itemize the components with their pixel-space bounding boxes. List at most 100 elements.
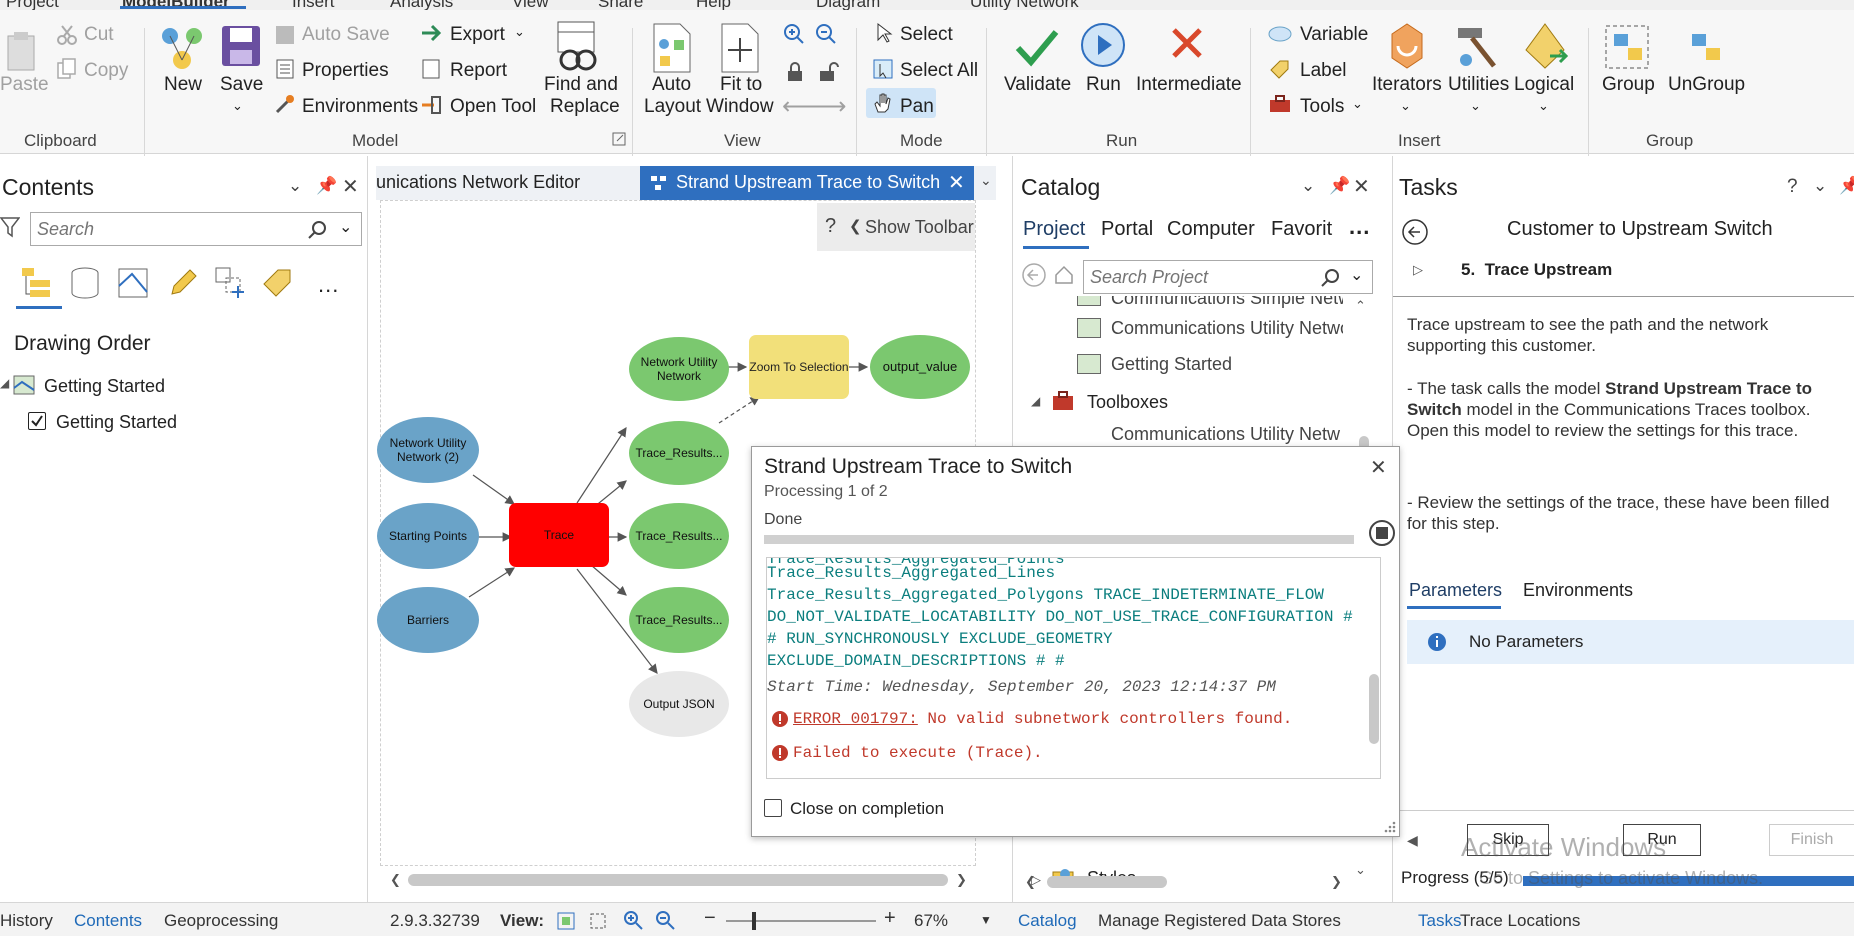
logical-chevron-icon[interactable]: ⌄	[1538, 98, 1549, 113]
save-dropdown-chevron-icon[interactable]: ⌄	[232, 98, 243, 113]
replace-label[interactable]: Replace	[550, 96, 620, 117]
tab-list-chevron-icon[interactable]: ⌄	[980, 172, 992, 188]
lock-icon[interactable]	[786, 62, 804, 82]
help-icon[interactable]: ?	[825, 215, 837, 237]
fit-extent-icon[interactable]	[588, 911, 608, 931]
environments-button[interactable]: Environments	[302, 96, 419, 117]
node-starting-points[interactable]: Starting Points	[377, 503, 479, 569]
search-icon[interactable]	[307, 220, 327, 240]
pin-icon[interactable]: 📌	[1329, 176, 1351, 195]
paste-button[interactable]: Paste	[0, 74, 49, 95]
tab-insert[interactable]: Insert	[292, 0, 335, 11]
node-trace-tool[interactable]: Trace	[509, 503, 609, 567]
dialog-close-icon[interactable]: ✕	[1370, 457, 1387, 479]
tab-help[interactable]: Help	[696, 0, 731, 11]
node-trace-results-1[interactable]: Trace_Results...	[629, 421, 729, 485]
tab-strand-upstream-trace[interactable]: Strand Upstream Trace to Switch ✕	[640, 166, 974, 200]
contents-search-input[interactable]	[37, 217, 297, 241]
new-button[interactable]: New	[164, 74, 203, 95]
show-toolbar-button[interactable]: Show Toolbar	[865, 217, 974, 237]
unlock-icon[interactable]	[818, 62, 840, 82]
catalog-horizontal-scroll-thumb[interactable]	[1047, 876, 1167, 888]
scroll-down-icon[interactable]: ⌄	[1355, 862, 1366, 877]
catalog-search-box[interactable]: ⌄	[1083, 260, 1373, 294]
contents-search-box[interactable]: ⌄	[30, 212, 362, 246]
filter-icon[interactable]	[0, 216, 20, 238]
zoom-out-icon[interactable]	[814, 22, 838, 46]
skip-button[interactable]: Skip	[1467, 824, 1549, 856]
validate-button[interactable]: Validate	[1004, 74, 1072, 95]
close-icon[interactable]: ✕	[1353, 176, 1370, 198]
intermediate-button[interactable]: Intermediate	[1136, 74, 1242, 95]
tab-geoprocessing[interactable]: Geoprocessing	[164, 911, 279, 930]
step-title[interactable]: 5. Trace Upstream	[1461, 260, 1613, 279]
catalog-item-getting-started[interactable]: Getting Started	[1111, 354, 1233, 374]
node-zoom-to-selection[interactable]: Zoom To Selection	[749, 335, 849, 399]
zoom-increase-icon[interactable]: +	[884, 907, 896, 929]
tab-analysis[interactable]: Analysis	[390, 0, 454, 11]
next-extent-arrow-icon[interactable]: ⟶	[812, 93, 847, 120]
catalog-item-comm-utility[interactable]: Communications Utility Netwo	[1111, 318, 1343, 338]
message-log[interactable]: Trace_Results_Aggregated_Points Trace_Re…	[766, 557, 1381, 779]
tools-chevron-icon[interactable]: ⌄	[1352, 96, 1363, 111]
pane-options-chevron-icon[interactable]: ⌄	[1301, 176, 1316, 195]
tab-contents[interactable]: Contents	[74, 911, 143, 930]
node-barriers[interactable]: Barriers	[377, 587, 479, 653]
tab-share[interactable]: Share	[598, 0, 644, 11]
zoom-slider-track[interactable]	[726, 920, 876, 922]
list-by-source-database-icon[interactable]	[68, 266, 102, 300]
label-button[interactable]: Label	[1300, 60, 1347, 81]
save-button[interactable]: Save	[220, 74, 264, 95]
finish-button[interactable]: Finish	[1769, 824, 1854, 856]
open-tool-button[interactable]: Open Tool	[450, 96, 537, 117]
zoom-dropdown-icon[interactable]: ▼	[980, 913, 992, 927]
catalog-tab-project[interactable]: Project	[1023, 218, 1086, 240]
tab-tasks[interactable]: Tasks	[1418, 911, 1462, 930]
previous-step-icon[interactable]: ◀	[1407, 832, 1418, 848]
list-by-snapping-icon[interactable]	[212, 264, 248, 300]
catalog-item-toolboxes[interactable]: Toolboxes	[1087, 392, 1169, 412]
close-on-completion-label[interactable]: Close on completion	[790, 799, 945, 818]
layout-label[interactable]: Layout	[644, 96, 702, 117]
list-by-editing-pencil-icon[interactable]	[166, 266, 200, 300]
full-extent-icon[interactable]	[556, 911, 576, 931]
node-trace-results-2[interactable]: Trace_Results...	[629, 503, 729, 569]
iterators-button[interactable]: Iterators	[1372, 74, 1442, 95]
resize-grip-icon[interactable]	[1382, 819, 1398, 835]
tab-communications-network-editor[interactable]: unications Network Editor	[376, 172, 581, 192]
close-icon[interactable]: ✕	[342, 176, 359, 198]
catalog-tab-computer[interactable]: Computer	[1167, 218, 1255, 240]
scroll-up-icon[interactable]: ⌃	[1355, 298, 1366, 313]
pan-button[interactable]: Pan	[900, 96, 934, 117]
layer-visibility-checkbox[interactable]	[28, 412, 46, 430]
tab-modelbuilder[interactable]: ModelBuilder	[122, 0, 230, 12]
select-button[interactable]: Select	[900, 24, 953, 45]
export-button[interactable]: Export	[450, 24, 505, 45]
find-and-label[interactable]: Find and	[544, 74, 618, 95]
more-options-icon[interactable]: ...	[318, 272, 340, 297]
back-arrow-icon[interactable]	[1021, 262, 1047, 288]
node-output-json[interactable]: Output JSON	[629, 671, 729, 737]
chevron-left-icon[interactable]: ❮	[849, 218, 862, 235]
tools-button[interactable]: Tools	[1300, 96, 1345, 117]
catalog-more-icon[interactable]: ...	[1349, 214, 1371, 239]
pin-icon[interactable]: 📌	[1839, 176, 1854, 195]
catalog-tab-portal[interactable]: Portal	[1101, 218, 1154, 240]
list-by-drawing-order-icon[interactable]	[20, 264, 56, 300]
tab-close-icon[interactable]: ✕	[948, 172, 965, 194]
auto-save-button[interactable]: Auto Save	[302, 24, 390, 45]
expand-toolboxes-triangle-icon[interactable]: ◢	[1031, 394, 1041, 408]
catalog-item-comm-utility-toolbox[interactable]: Communications Utility Netw	[1111, 424, 1341, 444]
horizontal-scroll-thumb[interactable]	[408, 874, 948, 886]
zoom-level[interactable]: 67%	[914, 911, 949, 930]
home-icon[interactable]	[1053, 264, 1075, 286]
catalog-tab-favorites[interactable]: Favorit	[1271, 218, 1333, 240]
back-arrow-icon[interactable]	[1401, 218, 1429, 246]
tasks-tab-parameters[interactable]: Parameters	[1409, 580, 1503, 600]
close-on-completion-checkbox[interactable]	[764, 799, 782, 817]
export-chevron-icon[interactable]: ⌄	[514, 24, 525, 39]
tab-manage-registered-data-stores[interactable]: Manage Registered Data Stores	[1098, 911, 1341, 930]
node-trace-results-3[interactable]: Trace_Results...	[629, 587, 729, 653]
tab-project[interactable]: Project	[6, 0, 59, 11]
pin-icon[interactable]: 📌	[316, 176, 338, 195]
